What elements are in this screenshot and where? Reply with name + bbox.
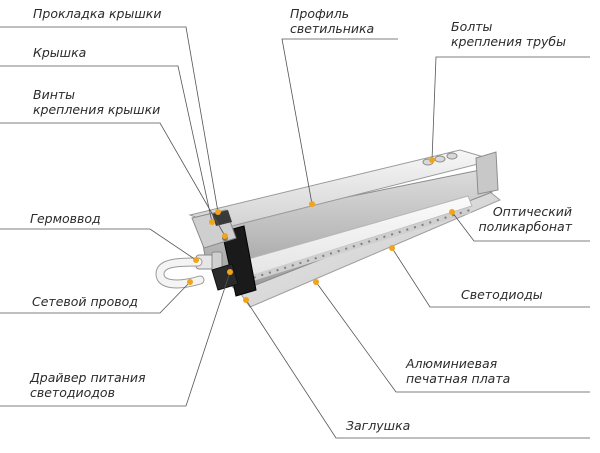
luminaire-illustration bbox=[155, 149, 501, 308]
dot-driver bbox=[227, 269, 233, 275]
marker-dots bbox=[187, 157, 455, 303]
label-cover-screws-line1: Винты bbox=[33, 87, 76, 102]
label-luminaire-profile-line1: Профиль bbox=[290, 6, 350, 21]
label-optical-polycarbonate-line1: Оптический bbox=[492, 204, 572, 219]
leader-profile bbox=[281, 38, 398, 205]
label-leds-text: Светодиоды bbox=[461, 287, 543, 302]
label-tube-bolts-line2: крепления трубы bbox=[451, 34, 567, 49]
label-luminaire-profile-line2: светильника bbox=[290, 21, 375, 36]
profile-far-end bbox=[475, 151, 499, 195]
dot-screws bbox=[222, 233, 228, 239]
label-aluminium-pcb: Алюминиевая печатная плата bbox=[406, 356, 510, 386]
dot-bolts bbox=[429, 157, 435, 163]
dot-optic bbox=[449, 209, 455, 215]
leader-driver bbox=[0, 271, 231, 407]
dot-pcb bbox=[313, 279, 319, 285]
label-cable-gland: Гермоввод bbox=[30, 211, 101, 226]
label-aluminium-pcb-line2: печатная плата bbox=[406, 371, 511, 386]
leader-cover bbox=[0, 65, 213, 223]
label-cover-gasket: Прокладка крышки bbox=[33, 6, 161, 21]
power-cable bbox=[155, 257, 205, 289]
label-optical-polycarbonate: Оптический поликарбонат bbox=[478, 204, 572, 234]
leader-pcb bbox=[315, 281, 590, 393]
led-row bbox=[245, 207, 471, 283]
label-end-cap: Заглушка bbox=[346, 418, 410, 433]
label-led-driver: Драйвер питания светодиодов bbox=[30, 370, 146, 400]
label-cover-screws-line2: крепления крышки bbox=[33, 102, 161, 117]
leader-gasket bbox=[0, 26, 219, 213]
leader-gland bbox=[0, 228, 197, 261]
label-power-cable-text: Сетевой провод bbox=[32, 294, 138, 309]
label-cable-gland-text: Гермоввод bbox=[30, 211, 101, 226]
label-cover-text: Крышка bbox=[33, 45, 87, 60]
label-aluminium-pcb-line1: Алюминиевая bbox=[406, 356, 498, 371]
dot-gland bbox=[193, 257, 199, 263]
label-optical-polycarbonate-line2: поликарбонат bbox=[478, 219, 572, 234]
label-luminaire-profile: Профиль светильника bbox=[290, 6, 374, 36]
leader-optic bbox=[451, 211, 590, 242]
label-tube-bolts-line1: Болты bbox=[451, 19, 493, 34]
leader-power-cable bbox=[0, 281, 191, 314]
dot-profile bbox=[309, 201, 315, 207]
dot-power-cable bbox=[187, 279, 193, 285]
label-cover-gasket-text: Прокладка крышки bbox=[33, 6, 162, 21]
leader-leds bbox=[391, 247, 590, 308]
dot-cover bbox=[209, 219, 215, 225]
label-cover-screws: Винты крепления крышки bbox=[33, 87, 160, 117]
dot-leds bbox=[389, 245, 395, 251]
leader-screws bbox=[0, 122, 226, 237]
label-leds: Светодиоды bbox=[461, 287, 543, 302]
label-led-driver-line1: Драйвер питания bbox=[30, 370, 146, 385]
label-cover: Крышка bbox=[33, 45, 86, 60]
leader-bolts bbox=[431, 56, 590, 161]
leader-lines bbox=[0, 26, 590, 439]
dot-end-cap bbox=[243, 297, 249, 303]
label-led-driver-line2: светодиодов bbox=[30, 385, 115, 400]
dot-gasket bbox=[215, 209, 221, 215]
label-end-cap-text: Заглушка bbox=[346, 418, 411, 433]
leader-end-cap bbox=[245, 299, 590, 439]
label-power-cable: Сетевой провод bbox=[32, 294, 138, 309]
label-tube-bolts: Болты крепления трубы bbox=[451, 19, 566, 49]
